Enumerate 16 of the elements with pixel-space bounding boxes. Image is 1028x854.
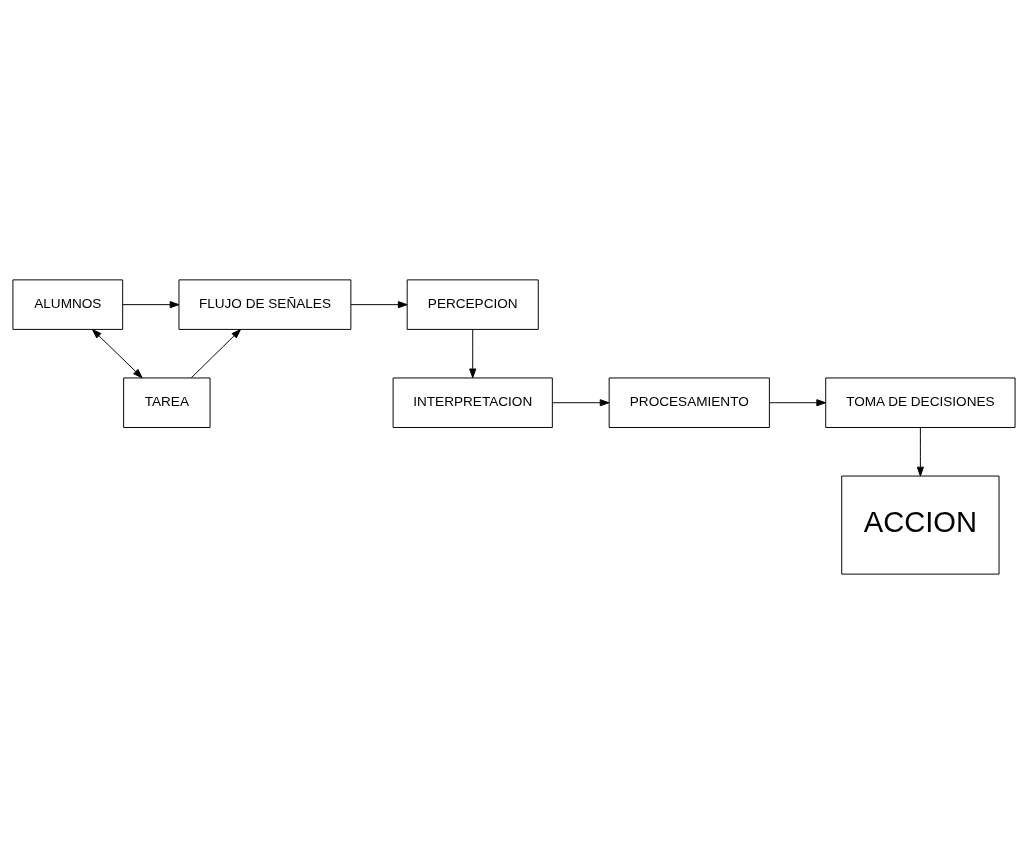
node-box: TAREA bbox=[123, 377, 211, 428]
arrow bbox=[190, 329, 241, 379]
node-box: INTERPRETACION bbox=[392, 377, 553, 428]
node-box: TOMA DE DECISIONES bbox=[825, 377, 1016, 428]
node-box: ALUMNOS bbox=[12, 279, 124, 330]
node-box: PROCESAMIENTO bbox=[608, 377, 770, 428]
node-box: ACCION bbox=[841, 475, 1000, 575]
arrow bbox=[122, 301, 180, 309]
arrow bbox=[769, 399, 827, 407]
node-box: PERCEPCION bbox=[406, 279, 539, 330]
arrow bbox=[916, 427, 924, 477]
node-box: FLUJO DE SEÑALES bbox=[178, 279, 352, 330]
arrow bbox=[350, 301, 408, 309]
arrow bbox=[92, 329, 143, 379]
arrow bbox=[469, 329, 477, 379]
arrow bbox=[552, 399, 610, 407]
